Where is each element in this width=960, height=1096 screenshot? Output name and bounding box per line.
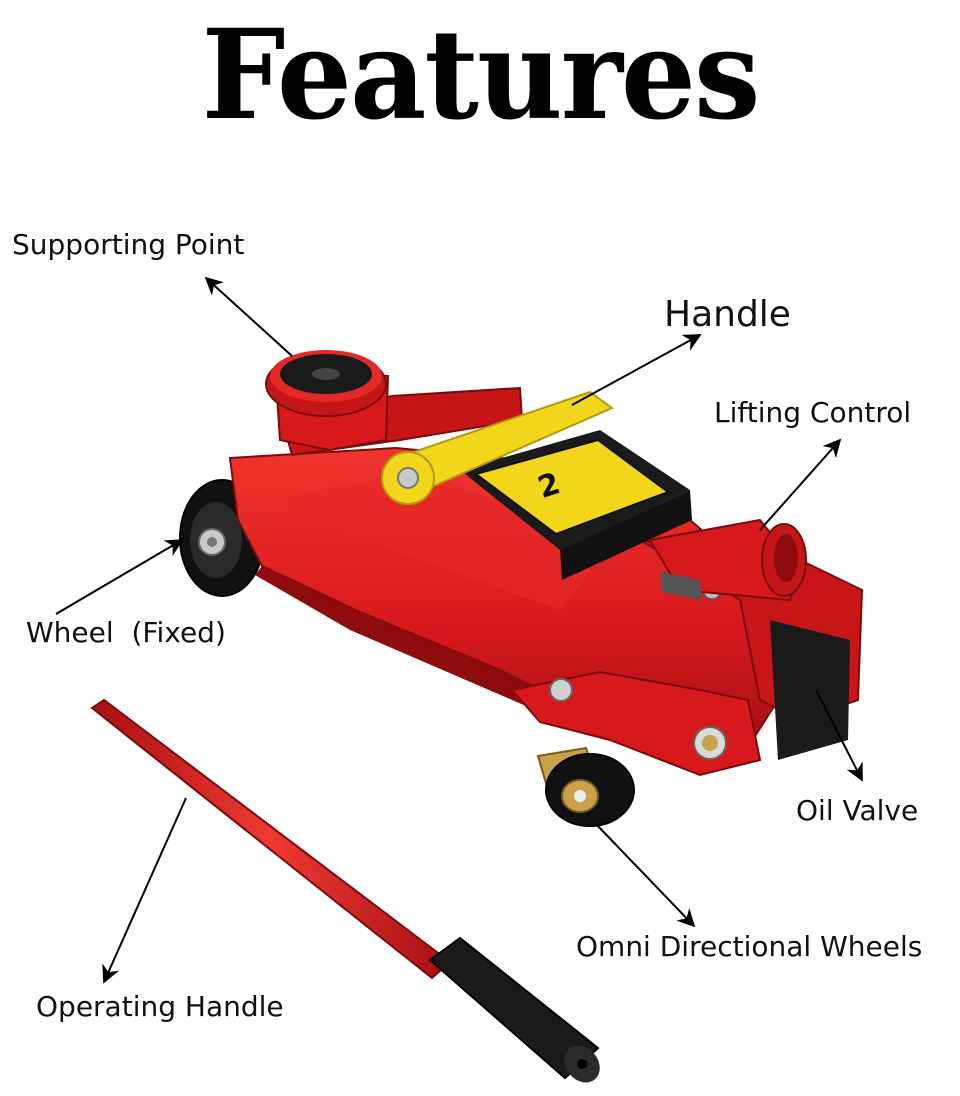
label-oil-valve: Oil Valve — [796, 794, 919, 827]
arrow-operating-handle — [102, 797, 187, 984]
hydraulic-pump: 2 — [460, 430, 692, 580]
lifting-control-socket — [648, 518, 807, 602]
label-supporting-point: Supporting Point — [12, 228, 245, 261]
arrow-lifting-control — [759, 438, 842, 531]
operating-handle-rod — [90, 698, 600, 1083]
callout-arrows — [55, 276, 863, 984]
arrow-wheel — [55, 539, 184, 615]
supporting-point-saddle — [265, 350, 387, 417]
omni-wheel — [536, 746, 635, 827]
page-title: Features — [201, 1, 761, 148]
arrow-handle — [571, 334, 702, 406]
label-omni-wheels: Omni Directional Wheels — [576, 930, 923, 963]
label-operating-handle: Operating Handle — [36, 990, 284, 1023]
label-lifting-control: Lifting Control — [714, 396, 912, 429]
label-handle: Handle — [664, 294, 791, 335]
arrow-supporting-point — [204, 276, 293, 357]
arrow-oil-valve — [815, 689, 863, 782]
arrow-omni-wheels — [595, 823, 696, 928]
pump-handle-socket — [381, 390, 614, 505]
label-wheel-fixed: Wheel (Fixed) — [26, 616, 226, 649]
